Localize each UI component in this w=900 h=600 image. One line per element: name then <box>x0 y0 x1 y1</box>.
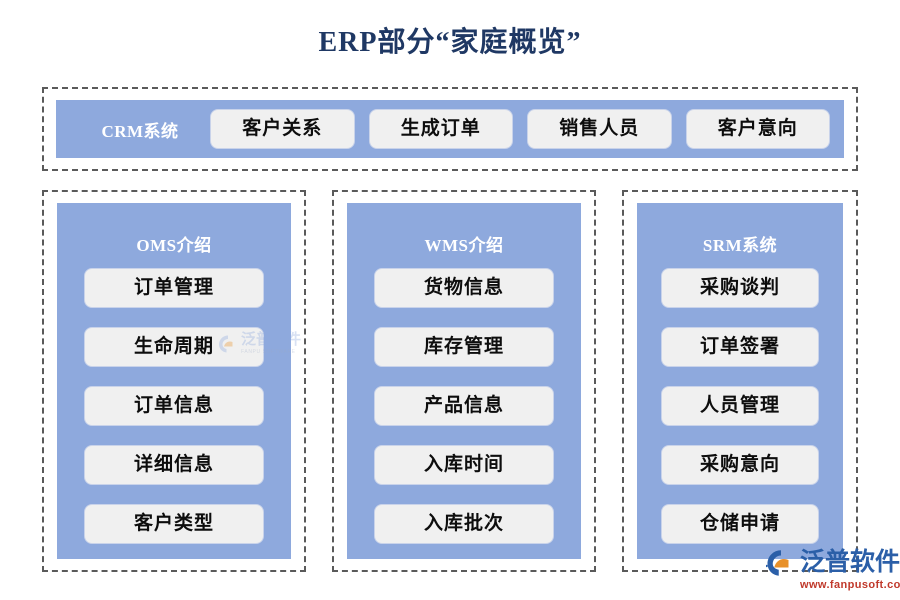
oms-item-list: 订单管理 生命周期 订单信息 详细信息 客户类型 <box>57 268 291 544</box>
srm-item-purchase-intent[interactable]: 采购意向 <box>661 445 819 485</box>
crm-item-sales-staff[interactable]: 销售人员 <box>527 109 672 149</box>
srm-item-warehouse-application[interactable]: 仓储申请 <box>661 504 819 544</box>
oms-item-order-management[interactable]: 订单管理 <box>84 268 264 308</box>
oms-item-life-cycle[interactable]: 生命周期 <box>84 327 264 367</box>
crm-system-label: CRM系统 <box>101 121 179 141</box>
wms-item-product-info[interactable]: 产品信息 <box>374 386 554 426</box>
logo-url: www.fanpusoft.com <box>800 579 900 591</box>
srm-column-title: SRM系统 <box>702 236 778 255</box>
logo-brand: 泛普软件 <box>800 549 900 576</box>
crm-group-outline <box>42 87 858 171</box>
wms-column-title: WMS介绍 <box>424 236 504 255</box>
srm-panel: SRM系统 采购谈判 订单签署 人员管理 采购意向 仓储申请 <box>637 203 843 559</box>
srm-group-outline <box>622 190 858 572</box>
srm-item-order-signing[interactable]: 订单签署 <box>661 327 819 367</box>
crm-item-list: 客户关系 生成订单 销售人员 客户意向 <box>210 109 830 149</box>
srm-item-staff-management[interactable]: 人员管理 <box>661 386 819 426</box>
srm-item-purchase-negotiation[interactable]: 采购谈判 <box>661 268 819 308</box>
corner-logo: 泛普软件 www.fanpusoft.com <box>766 548 900 594</box>
oms-item-order-info[interactable]: 订单信息 <box>84 386 264 426</box>
wms-item-inbound-batch[interactable]: 入库批次 <box>374 504 554 544</box>
crm-item-customer-intent[interactable]: 客户意向 <box>685 109 830 149</box>
oms-item-customer-type[interactable]: 客户类型 <box>84 504 264 544</box>
fanpu-logo-icon <box>766 550 789 576</box>
wms-panel: WMS介绍 货物信息 库存管理 产品信息 入库时间 入库批次 <box>347 203 581 559</box>
crm-panel: CRM系统 客户关系 生成订单 销售人员 客户意向 <box>56 100 844 158</box>
wms-item-list: 货物信息 库存管理 产品信息 入库时间 入库批次 <box>347 268 581 544</box>
crm-item-create-order[interactable]: 生成订单 <box>368 109 513 149</box>
oms-item-detail-info[interactable]: 详细信息 <box>84 445 264 485</box>
wms-item-inbound-time[interactable]: 入库时间 <box>374 445 554 485</box>
oms-panel: OMS介绍 订单管理 生命周期 订单信息 详细信息 客户类型 <box>57 203 291 559</box>
oms-group-outline <box>42 190 306 572</box>
wms-item-inventory-management[interactable]: 库存管理 <box>374 327 554 367</box>
wms-item-goods-info[interactable]: 货物信息 <box>374 268 554 308</box>
crm-item-customer-relation[interactable]: 客户关系 <box>210 109 355 149</box>
oms-column-title: OMS介绍 <box>136 236 212 255</box>
page-title: ERP部分“家庭概览” <box>318 27 582 58</box>
logo-row: 泛普软件 <box>766 548 900 578</box>
srm-item-list: 采购谈判 订单签署 人员管理 采购意向 仓储申请 <box>637 268 843 544</box>
wms-group-outline <box>332 190 596 572</box>
